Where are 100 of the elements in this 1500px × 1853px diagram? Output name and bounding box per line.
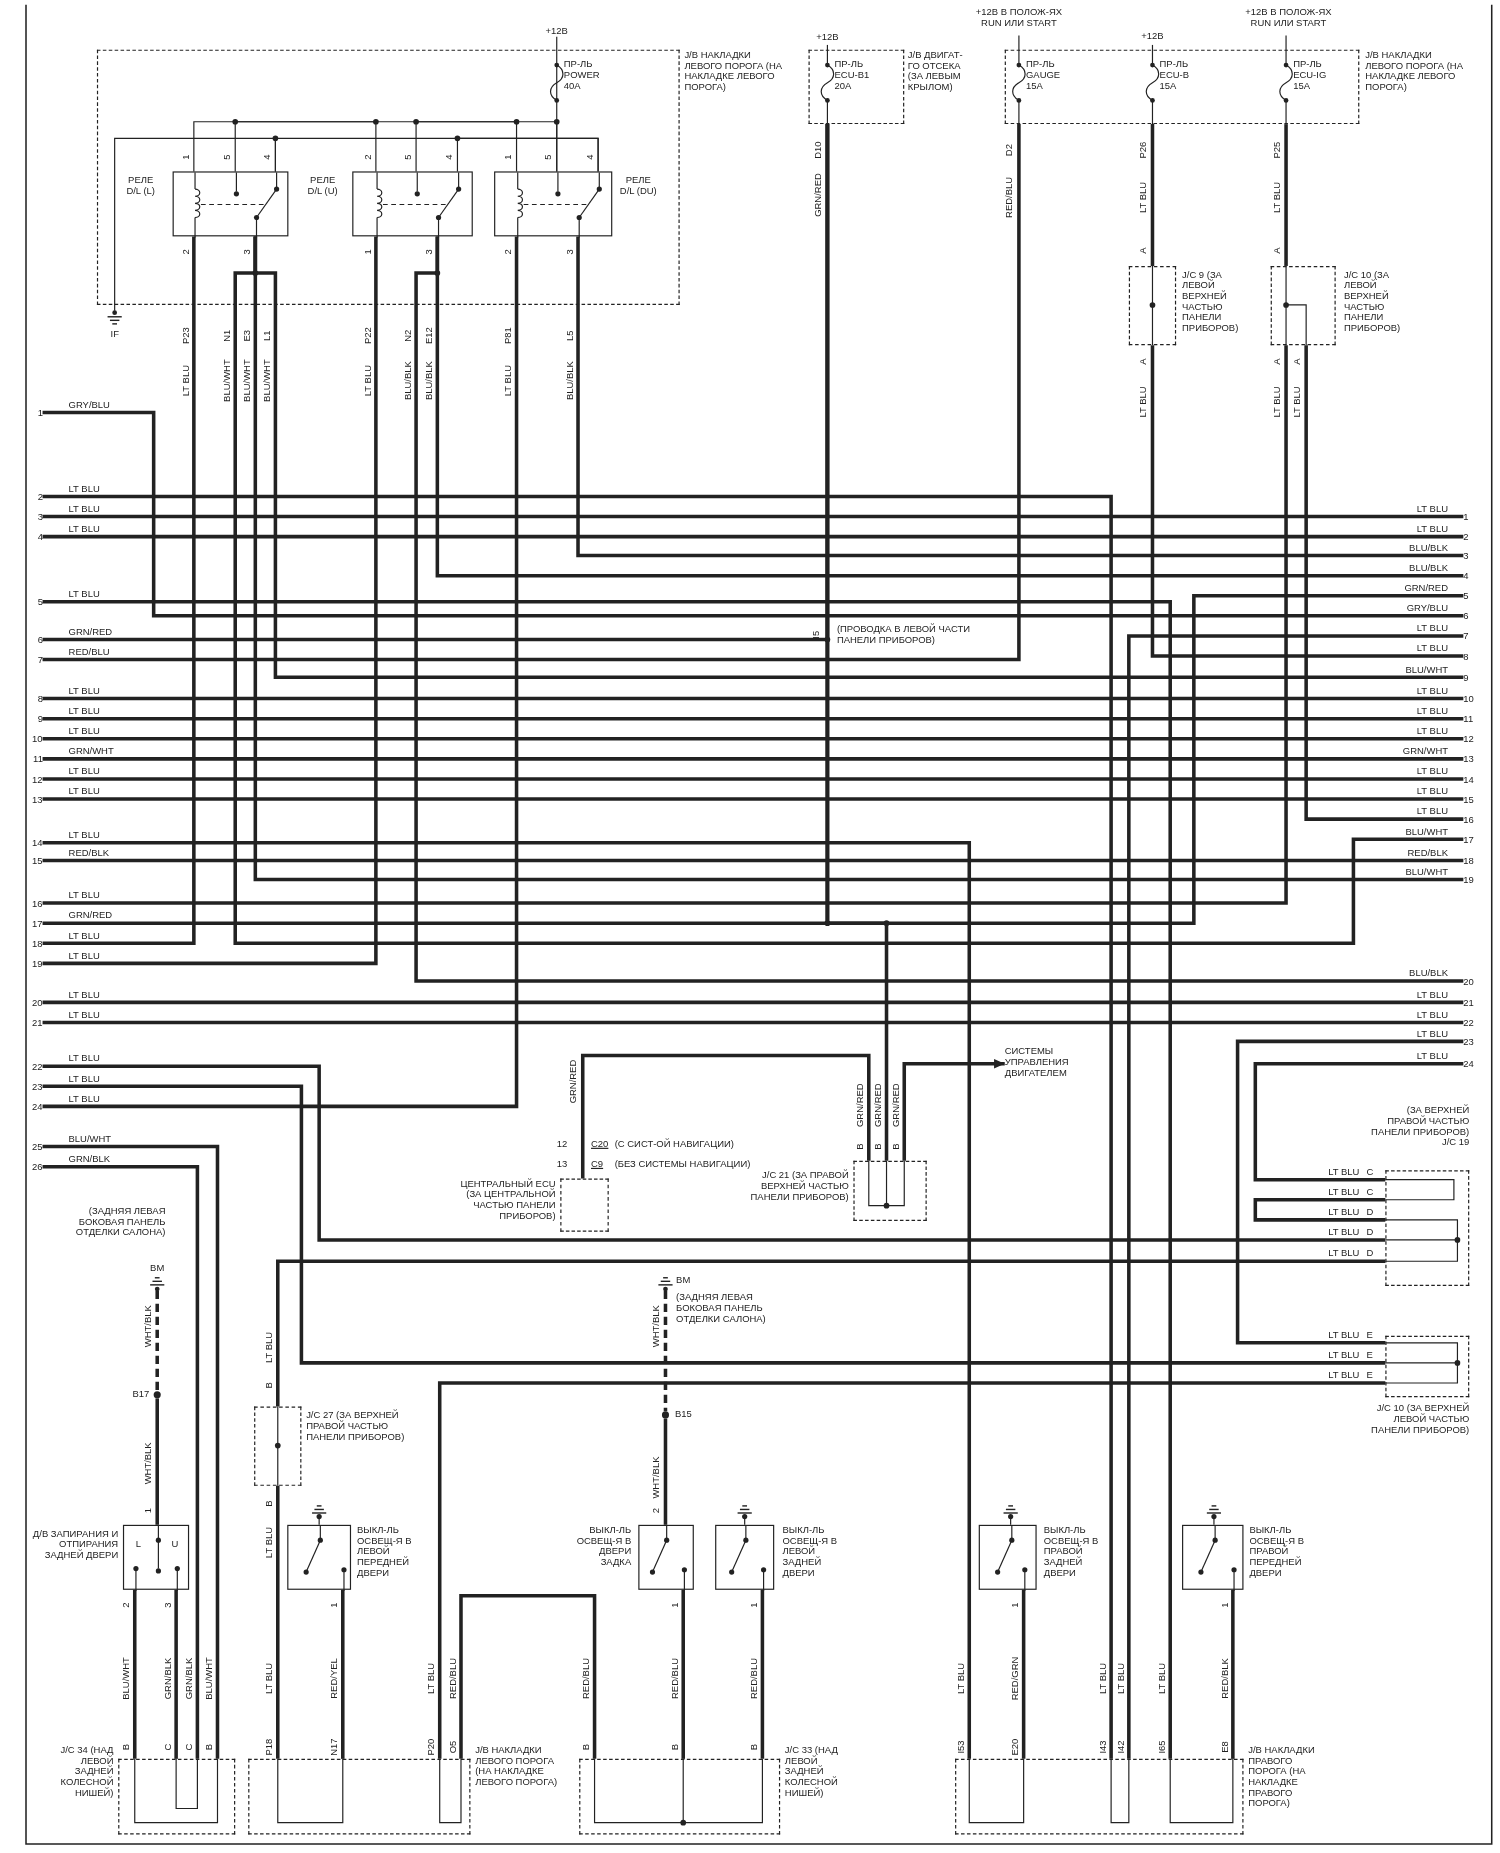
voltage-label: +12В bbox=[545, 26, 568, 37]
pin-number: 2 bbox=[121, 1602, 132, 1608]
wire-color-code: BLU/WHT bbox=[221, 359, 233, 402]
wire-color-code: GRN/RED bbox=[872, 1083, 884, 1127]
wire-color-code: GRN/RED bbox=[855, 1083, 866, 1127]
wire-color-code: LT BLU bbox=[68, 1009, 100, 1021]
wire bbox=[276, 1485, 280, 1759]
wire bbox=[42, 858, 1464, 863]
voltage-label: +12В В ПОЛОЖ-ЯХ RUN ИЛИ START bbox=[974, 7, 1064, 29]
wire-color-code: BLU/BLK bbox=[423, 361, 435, 401]
block-label: J/B ДВИГАТ-ГО ОТСЕКА (ЗА ЛЕВЫМ КРЫЛОМ) bbox=[907, 49, 964, 93]
wire bbox=[42, 757, 1464, 761]
switch-position-label: U bbox=[171, 1539, 179, 1550]
wire bbox=[132, 1589, 137, 1759]
pin-number: 12 bbox=[31, 774, 43, 785]
pin-number: 4 bbox=[261, 154, 273, 160]
wire-color-code: LT BLU bbox=[1137, 181, 1149, 213]
block-label: J/B НАКЛАДКИ ПРАВОГО ПОРОГА (НА НАКЛАДКЕ ПРАВОГО ПОРОГА) bbox=[1248, 1744, 1316, 1809]
block-label: J/B НАКЛАДКИ ЛЕВОГО ПОРОГА (НА НАКЛАДКЕ ЛЕВОГО ПОРОГА) bbox=[684, 49, 784, 93]
block-label: J/B НАКЛАДКИ ЛЕВОГО ПОРОГА (НА НАКЛАДКЕ ЛЕВОГО ПОРОГА) bbox=[1365, 49, 1464, 93]
wire-color-code: LT BLU bbox=[1137, 386, 1149, 418]
wire bbox=[42, 1084, 1386, 1365]
wire-color-code: LT BLU bbox=[1328, 1226, 1360, 1238]
wire-color-code: WHT/BLK bbox=[650, 1456, 662, 1499]
pin-number: 1 bbox=[329, 1602, 340, 1608]
wire bbox=[1253, 1062, 1464, 1182]
wire-color-code: LT BLU bbox=[502, 365, 514, 397]
connector-code: I43 bbox=[1097, 1740, 1109, 1754]
connector-code: P26 bbox=[1137, 141, 1149, 159]
pin-number: 19 bbox=[31, 958, 43, 970]
point-label: BM bbox=[150, 1262, 165, 1274]
pin-number: 5 bbox=[37, 596, 43, 608]
pin-number: 9 bbox=[37, 713, 43, 725]
wire bbox=[42, 514, 1464, 519]
block-label: J/C 21 (ЗА ПРАВОЙ ВЕРХНЕЙ ЧАСТЬЮ ПАНЕЛИ ПРИБОРОВ) bbox=[749, 1170, 849, 1203]
location-note: (ПРОВОДКА В ЛЕВОЙ ЧАСТИ ПАНЕЛИ ПРИБОРОВ) bbox=[836, 624, 971, 646]
pin-number: 10 bbox=[1463, 693, 1474, 705]
pin-number: 21 bbox=[1463, 997, 1474, 1009]
pin-number: 1 bbox=[362, 249, 373, 255]
pin-number: 10 bbox=[31, 734, 43, 745]
wire bbox=[459, 1593, 597, 1759]
wire bbox=[556, 36, 558, 172]
wire bbox=[193, 121, 518, 172]
block-label: J/C 33 (НАД ЛЕВОЙ ЗАДНЕЙ КОЛЕСНОЙ НИШЕЙ) bbox=[784, 1744, 839, 1798]
wire bbox=[415, 121, 558, 172]
pin-number: C bbox=[1366, 1186, 1374, 1198]
wire bbox=[174, 1589, 178, 1759]
wire-color-code: LT BLU bbox=[1416, 1028, 1448, 1039]
pin-number: B bbox=[890, 1143, 902, 1150]
ground-point bbox=[150, 1262, 165, 1291]
wire-color-code: LT BLU bbox=[68, 523, 100, 535]
pin-number: 5 bbox=[402, 154, 414, 160]
pin-number: 7 bbox=[1463, 631, 1469, 642]
connector-code: E3 bbox=[241, 329, 253, 342]
pin-number: A bbox=[1271, 247, 1282, 254]
ground-point bbox=[107, 310, 122, 340]
wire bbox=[760, 1589, 765, 1759]
wire bbox=[1231, 1589, 1235, 1759]
wire-color-code: GRN/RED bbox=[812, 173, 824, 217]
wire-color-code: RED/BLK bbox=[68, 847, 109, 859]
pin-number: E bbox=[1366, 1329, 1373, 1341]
wire-color-code: RED/YEL bbox=[329, 1658, 340, 1699]
wire bbox=[42, 777, 1464, 781]
connector-code: I42 bbox=[1115, 1740, 1126, 1754]
block-label: РЕЛЕ D/L (DU) bbox=[619, 174, 658, 197]
wire bbox=[155, 1398, 159, 1525]
wire-color-code: LT BLU bbox=[1156, 1662, 1168, 1695]
pin-number: 24 bbox=[31, 1101, 43, 1113]
connector-code: E12 bbox=[423, 327, 435, 345]
pin-number: 14 bbox=[1463, 774, 1474, 785]
wire-color-code: BLU/BLK bbox=[1409, 968, 1448, 979]
wire-color-code: LT BLU bbox=[1328, 1349, 1360, 1361]
wire bbox=[341, 1589, 345, 1759]
block-label: РЕЛЕ D/L (L) bbox=[125, 174, 156, 197]
connector-code: E8 bbox=[1219, 1741, 1230, 1753]
wire-color-code: LT BLU bbox=[68, 1053, 100, 1064]
block-label: Д/В ЗАПИРАНИЯ И ОТПИРАНИЯ ЗАДНЕЙ ДВЕРИ bbox=[31, 1528, 119, 1561]
wire bbox=[42, 1000, 1464, 1005]
wire bbox=[42, 841, 972, 1759]
wire-color-code: LT BLU bbox=[68, 483, 100, 495]
wire-color-code: LT BLU bbox=[68, 685, 100, 697]
pin-number: 1 bbox=[502, 154, 514, 160]
junction-block bbox=[1004, 49, 1466, 125]
wire-color-code: LT BLU bbox=[1416, 765, 1448, 777]
pin-number: 8 bbox=[1463, 651, 1469, 662]
wire-color-code: LT BLU bbox=[362, 365, 373, 397]
pin-number: 17 bbox=[1463, 834, 1474, 846]
wire-color-code: RED/BLU bbox=[68, 646, 110, 658]
wire bbox=[253, 236, 1464, 680]
pin-number: 1 bbox=[748, 1602, 760, 1608]
block-label: ВЫКЛ-ЛЬ ОСВЕЩ-Я В ПРАВОЙ ПЕРЕДНЕЙ ДВЕРИ bbox=[1249, 1524, 1305, 1578]
pin-number: 12 bbox=[556, 1138, 568, 1149]
ground-point bbox=[658, 1274, 691, 1291]
wire bbox=[1304, 345, 1464, 821]
wire-color-code: LT BLU bbox=[1097, 1662, 1109, 1695]
pin-number: B bbox=[748, 1743, 760, 1751]
pin-number: 13 bbox=[31, 794, 43, 805]
wire-color-code: BLU/WHT bbox=[121, 1657, 132, 1700]
wire-color-code: LT BLU bbox=[68, 786, 100, 797]
voltage-label: +12В bbox=[816, 31, 839, 43]
